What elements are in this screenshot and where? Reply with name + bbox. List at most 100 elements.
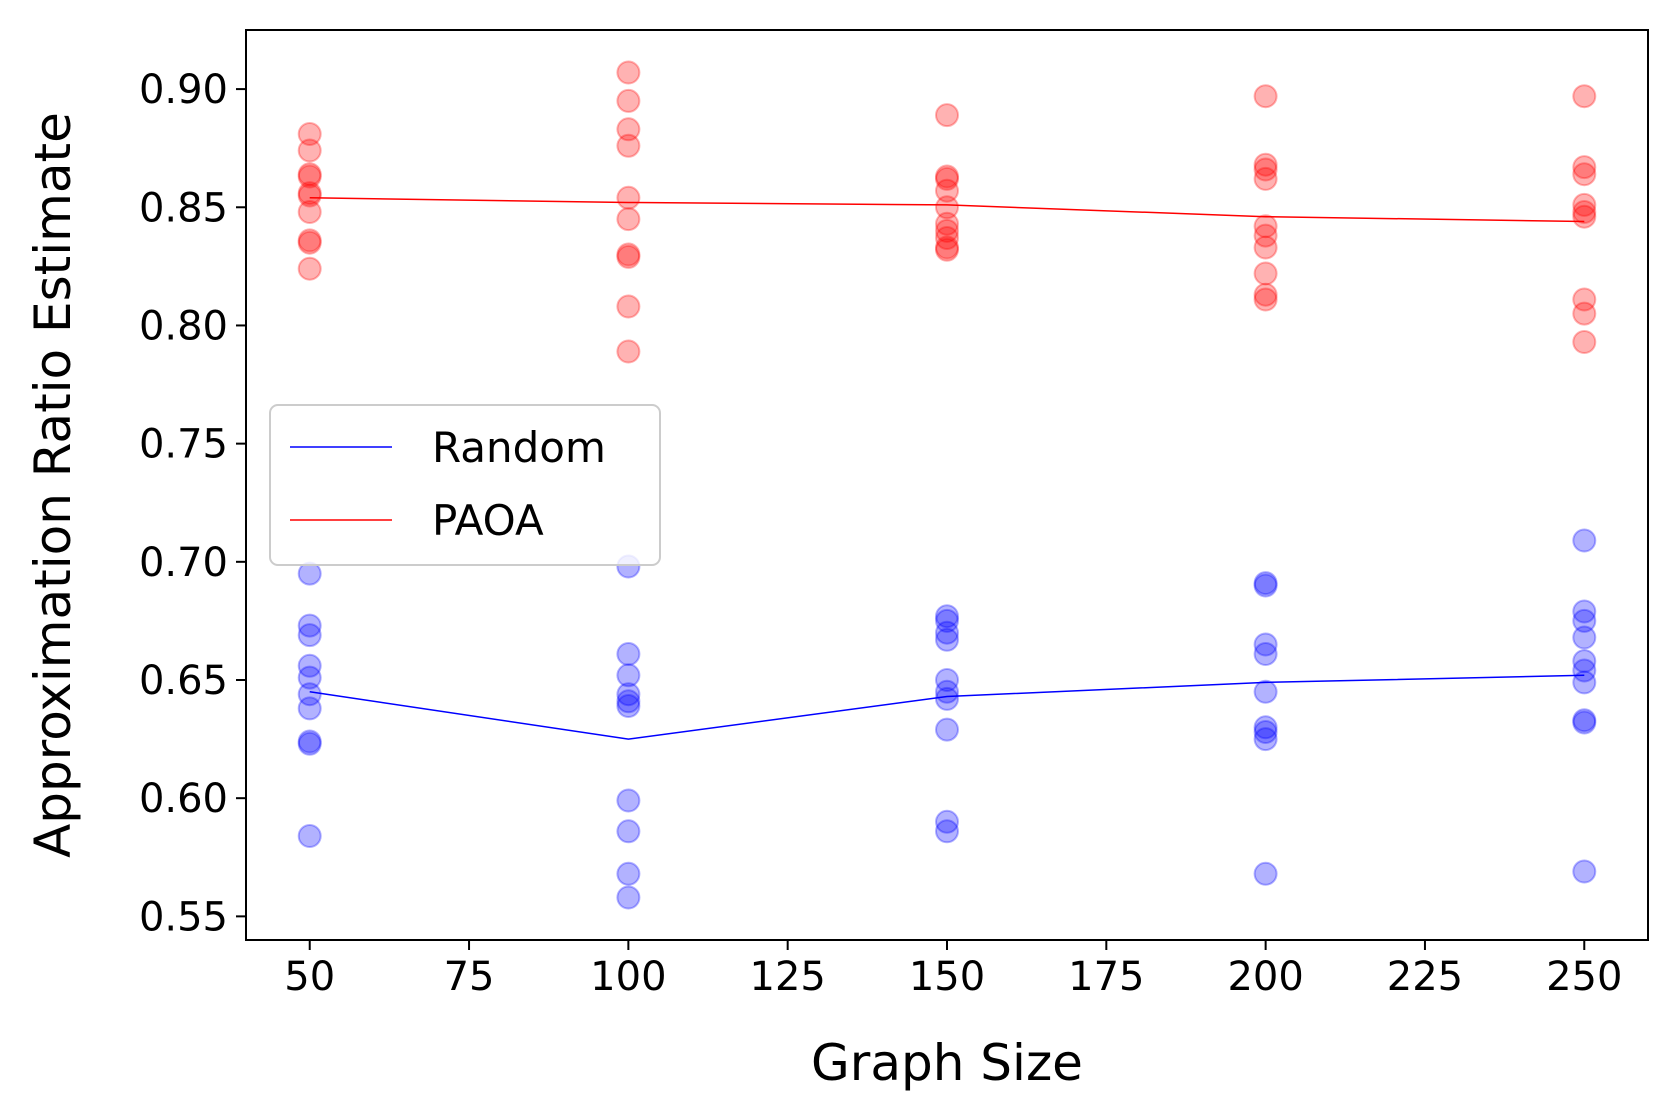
scatter-point-random <box>616 819 641 844</box>
scatter-point-random <box>1253 632 1278 657</box>
scatter-point-random <box>297 653 322 678</box>
scatter-point-paoa <box>1572 162 1597 187</box>
y-axis: 0.550.600.650.700.750.800.850.90 <box>139 67 246 940</box>
scatter-point-random <box>1253 720 1278 744</box>
x-tick-label: 125 <box>750 954 826 1000</box>
scatter-point-paoa <box>1572 84 1597 109</box>
scatter-point-random <box>935 809 959 834</box>
scatter-point-paoa <box>1572 301 1597 326</box>
y-tick-label: 0.75 <box>139 422 228 468</box>
y-tick-label: 0.65 <box>139 658 228 704</box>
scatter-point-random <box>297 665 322 690</box>
legend-label-random: Random <box>432 423 606 472</box>
scatter-point-random <box>1253 642 1278 666</box>
scatter-point-random <box>1572 625 1597 650</box>
scatter-point-random <box>1253 861 1278 886</box>
scatter-point-random <box>935 717 959 742</box>
scatter-point-paoa <box>1572 287 1597 312</box>
scatter-point-random <box>1572 528 1597 553</box>
scatter-point-random <box>616 663 641 688</box>
scatter-point-paoa <box>297 183 322 208</box>
y-tick-label: 0.60 <box>139 776 228 822</box>
scatter-point-paoa <box>1253 157 1278 182</box>
scatter-point-paoa <box>1572 204 1597 229</box>
scatter-point-paoa <box>297 181 322 206</box>
scatter-point-random <box>1253 727 1278 752</box>
scatter-point-paoa <box>935 226 959 250</box>
scatter-point-paoa <box>1253 282 1278 307</box>
x-tick-label: 175 <box>1068 954 1144 1000</box>
y-tick-label: 0.70 <box>139 540 228 586</box>
scatter-point-paoa <box>935 195 959 220</box>
mean-line-paoa <box>309 197 1585 223</box>
scatter-point-random <box>297 696 322 721</box>
scatter-point-paoa <box>935 237 959 262</box>
scatter-point-paoa <box>935 164 959 189</box>
scatter-point-random <box>1572 649 1597 674</box>
x-axis-label: Graph Size <box>811 1034 1083 1092</box>
scatter-point-paoa <box>616 185 641 210</box>
scatter-point-paoa <box>297 256 322 281</box>
scatter-point-random <box>935 604 959 629</box>
scatter-point-random <box>1253 679 1278 704</box>
scatter-point-random <box>297 613 322 638</box>
scatter-point-random <box>1253 571 1278 596</box>
x-tick-label: 225 <box>1387 954 1463 1000</box>
legend: Random PAOA <box>269 404 661 566</box>
scatter-point-paoa <box>1253 235 1278 260</box>
y-tick-label: 0.85 <box>139 185 228 231</box>
scatter-point-paoa <box>1572 192 1597 217</box>
scatter-point-random <box>1253 573 1278 598</box>
scatter-point-random <box>1572 708 1597 733</box>
scatter-point-random <box>297 729 322 754</box>
x-tick-label: 150 <box>909 954 985 1000</box>
scatter-point-paoa <box>1253 152 1278 177</box>
scatter-point-random <box>616 788 641 813</box>
scatter-point-paoa <box>1253 261 1278 286</box>
y-tick-label: 0.90 <box>139 67 228 113</box>
x-tick-label: 200 <box>1227 954 1303 1000</box>
scatter-point-paoa <box>1572 330 1597 354</box>
scatter-point-paoa <box>297 162 322 187</box>
x-tick-label: 100 <box>590 954 666 1000</box>
scatter-point-paoa <box>297 138 322 163</box>
scatter-point-random <box>616 861 641 886</box>
scatter-point-paoa <box>297 200 322 224</box>
legend-box <box>269 404 661 566</box>
scatter-point-paoa <box>935 178 959 203</box>
scatter-point-paoa <box>616 244 641 269</box>
scatter-point-random <box>616 885 641 910</box>
scatter-point-random <box>297 824 322 848</box>
scatter-point-paoa <box>935 235 959 260</box>
scatter-point-paoa <box>935 218 959 243</box>
scatter-point-paoa <box>616 117 641 142</box>
scatter-point-paoa <box>1253 287 1278 312</box>
scatter-point-paoa <box>1572 155 1597 180</box>
scatter-point-paoa <box>1572 200 1597 224</box>
scatter-point-random <box>1572 670 1597 695</box>
scatter-point-paoa <box>1253 214 1278 239</box>
scatter-point-paoa <box>297 228 322 253</box>
scatter-point-random <box>1572 710 1597 735</box>
mean-line-random <box>309 674 1585 740</box>
scatter-point-paoa <box>616 133 641 158</box>
scatter-point-random <box>297 731 322 756</box>
scatter-point-random <box>297 682 322 707</box>
scatter-point-random <box>616 689 641 714</box>
scatter-point-paoa <box>616 88 641 113</box>
y-axis-label: Approximation Ratio Estimate <box>24 112 82 858</box>
scatter-point-paoa <box>297 122 322 146</box>
scatter-point-random <box>935 686 959 711</box>
scatter-point-random <box>1572 859 1597 884</box>
scatter-point-paoa <box>935 103 959 128</box>
scatter-point-paoa <box>1253 166 1278 191</box>
scatter-point-paoa <box>616 339 641 364</box>
y-tick-label: 0.80 <box>139 303 228 349</box>
scatter-point-random <box>1572 599 1597 624</box>
scatter-point-random <box>935 620 959 645</box>
scatter-point-random <box>616 642 641 666</box>
